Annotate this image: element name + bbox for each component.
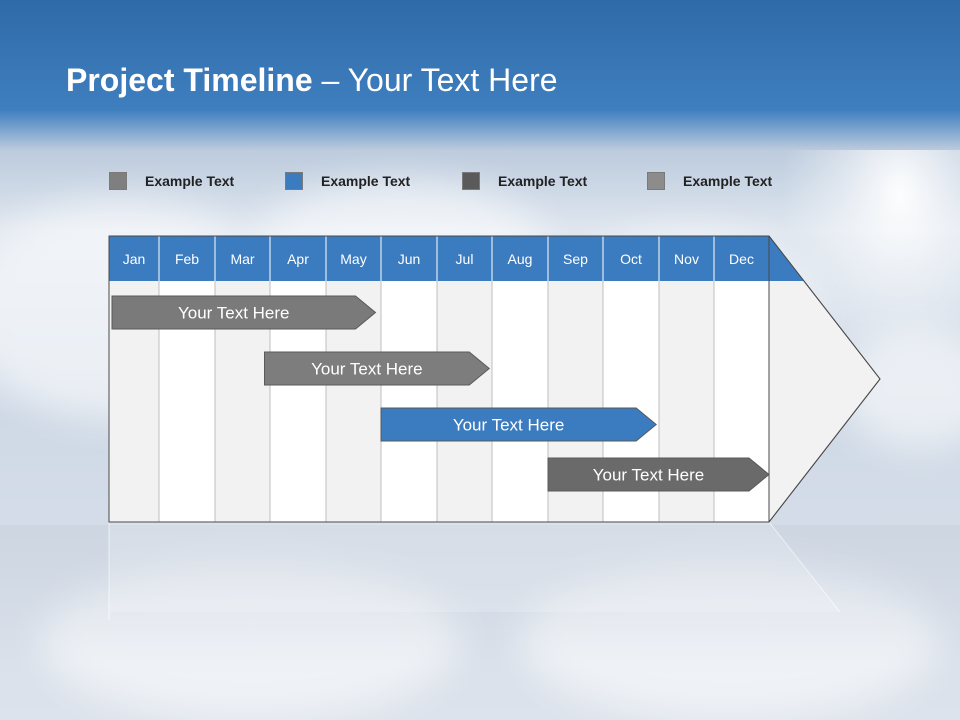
legend-swatch	[462, 172, 480, 190]
timeline-outline	[108, 235, 881, 523]
legend-item-1: Example Text	[109, 170, 234, 192]
task-bar-2	[264, 351, 491, 386]
month-column	[437, 281, 492, 522]
title-bold: Project Timeline	[66, 62, 313, 98]
chart-reflection	[109, 522, 840, 612]
legend-item-4: Example Text	[647, 170, 772, 192]
task-bar-label: Your Text Here	[178, 304, 290, 323]
airplane-reflection	[0, 525, 960, 665]
task-bar-label: Your Text Here	[593, 466, 705, 485]
legend-swatch	[647, 172, 665, 190]
task-bar-3	[380, 407, 657, 442]
month-label-dec: Dec	[729, 251, 754, 267]
reflection-edge-right	[768, 521, 841, 613]
month-column	[381, 281, 437, 522]
legend-swatch	[285, 172, 303, 190]
task-bar-4	[547, 457, 770, 492]
page-title: Project Timeline – Your Text Here	[66, 58, 558, 102]
month-label-apr: Apr	[287, 251, 309, 267]
month-column	[492, 281, 548, 522]
task-bar-label: Your Text Here	[311, 360, 423, 379]
month-label-jul: Jul	[456, 251, 474, 267]
month-label-jun: Jun	[398, 251, 421, 267]
month-header-band	[109, 236, 769, 281]
month-label-oct: Oct	[620, 251, 642, 267]
month-label-aug: Aug	[508, 251, 533, 267]
legend-item-2: Example Text	[285, 170, 410, 192]
legend-label: Example Text	[498, 173, 588, 189]
legend-item-3: Example Text	[462, 170, 587, 192]
legend-label: Example Text	[683, 173, 773, 189]
month-label-sep: Sep	[563, 251, 588, 267]
legend-label: Example Text	[321, 173, 411, 189]
legend-swatch	[109, 172, 127, 190]
month-label-jan: Jan	[123, 251, 146, 267]
task-bar-1	[111, 295, 377, 330]
legend-label: Example Text	[145, 173, 235, 189]
month-label-nov: Nov	[674, 251, 699, 267]
month-label-feb: Feb	[175, 251, 199, 267]
task-bar-label: Your Text Here	[453, 416, 565, 435]
month-label-mar: Mar	[230, 251, 254, 267]
title-rest: – Your Text Here	[312, 62, 558, 98]
month-label-may: May	[340, 251, 366, 267]
